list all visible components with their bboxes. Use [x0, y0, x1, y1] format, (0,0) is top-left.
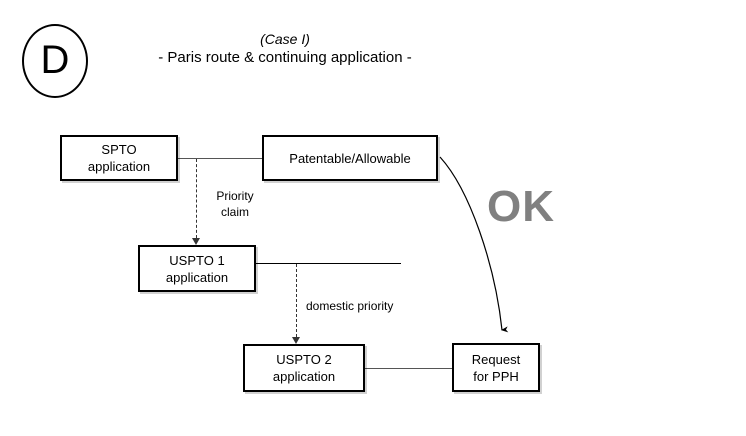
diagram-title: (Case I) - Paris route & continuing appl… [130, 30, 440, 68]
node-patentable-allowable[interactable]: Patentable/Allowable [262, 135, 438, 181]
edge-label-priority-claim: Priority claim [216, 189, 254, 219]
node-request-for-pph[interactable]: Request for PPH [452, 343, 540, 392]
node-uspto1-line2: application [165, 269, 229, 285]
arrowhead-domestic-priority [292, 337, 300, 344]
case-badge-oval: D [22, 24, 88, 98]
edge-uspto2-to-request [365, 368, 452, 369]
edge-uspto1-branch [256, 263, 401, 264]
node-uspto2-application[interactable]: USPTO 2 application [243, 344, 365, 392]
node-spto-line1: SPTO [101, 142, 137, 157]
edge-spto-to-patentable [178, 158, 262, 159]
node-spto-line2: application [87, 159, 151, 174]
node-patentable-text: Patentable/Allowable [289, 150, 410, 167]
edge-domestic-priority [296, 264, 297, 342]
case-label: (Case I) [260, 31, 310, 47]
diagram-subtitle: - Paris route & continuing application - [158, 49, 412, 66]
node-uspto2-text: USPTO 2 application [273, 351, 335, 385]
node-spto-application[interactable]: SPTO application [60, 135, 178, 181]
node-uspto1-text: USPTO 1 application [166, 252, 228, 286]
case-badge-letter: D [40, 38, 70, 82]
node-request-text: Request for PPH [472, 351, 520, 385]
node-uspto1-line1: USPTO 1 [169, 252, 225, 268]
node-uspto2-line1: USPTO 2 [276, 352, 332, 367]
edge-label-domestic-priority: domestic priority [306, 299, 394, 313]
node-spto-text: SPTO application [88, 141, 150, 175]
ok-annotation: OK [487, 182, 555, 231]
node-patentable-line1: Patentable/Allowable [289, 150, 411, 166]
node-uspto2-line2: application [272, 369, 336, 384]
node-request-line1: Request [471, 351, 521, 367]
arrowhead-priority-claim [192, 238, 200, 245]
node-request-line2: for PPH [473, 368, 519, 384]
node-uspto1-application[interactable]: USPTO 1 application [138, 245, 256, 292]
edge-priority-claim [196, 159, 197, 243]
